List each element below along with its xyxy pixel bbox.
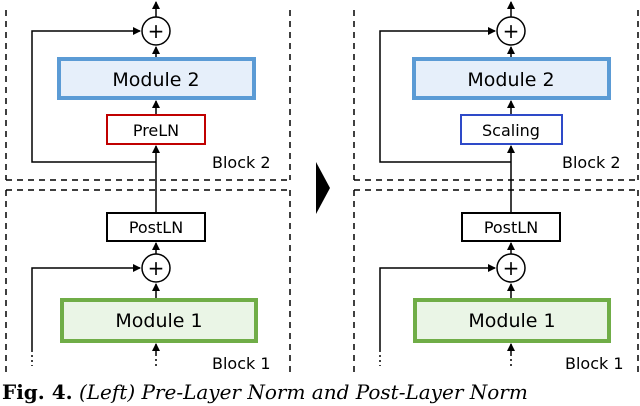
figure-number: Fig. 4. (2, 380, 73, 404)
left-module2-box (57, 57, 256, 100)
right-scaling-label: Scaling (482, 121, 540, 140)
diagram-canvas: + Module 2 PreLN Block 2 PostLN + Module… (5, 1, 639, 373)
left-plus-circle-top (141, 16, 171, 46)
right-module2-label: Module 2 (467, 69, 554, 91)
transition-arrow-icon (316, 162, 330, 214)
left-block1-label: Block 1 (212, 354, 271, 373)
right-block2-label: Block 2 (562, 153, 621, 172)
left-postln-box (106, 212, 206, 242)
figure-caption: Fig. 4. (Left) Pre-Layer Norm and Post-L… (2, 380, 640, 406)
right-residual-top (379, 27, 511, 163)
left-module2-label: Module 2 (112, 69, 199, 91)
left-plus-sign-top: + (148, 19, 165, 43)
left-block2-label: Block 2 (212, 153, 271, 172)
right-module1-label: Module 1 (468, 310, 555, 332)
left-postln-label: PostLN (129, 218, 183, 237)
left-module1-label: Module 1 (115, 310, 202, 332)
right-plus-circle-top (496, 16, 526, 46)
right-residual-bottom (379, 264, 496, 350)
right-block1-label: Block 1 (565, 354, 624, 373)
right-postln-label: PostLN (484, 218, 538, 237)
right-scaling-box (460, 114, 563, 145)
right-plus-sign-top: + (503, 19, 520, 43)
right-plus-circle-bottom (496, 253, 526, 283)
left-residual-top (31, 27, 156, 163)
left-residual-bottom (31, 264, 141, 350)
left-preln-label: PreLN (133, 121, 179, 140)
right-postln-box (461, 212, 561, 242)
right-diagram: + Module 2 Scaling Block 2 PostLN + Modu… (353, 1, 639, 373)
right-module1-box (413, 298, 611, 343)
right-plus-sign-bottom: + (503, 256, 520, 280)
left-module1-box (60, 298, 258, 343)
left-diagram: + Module 2 PreLN Block 2 PostLN + Module… (5, 1, 291, 373)
left-plus-sign-bottom: + (148, 256, 165, 280)
left-plus-circle-bottom (141, 253, 171, 283)
figure-caption-text: (Left) Pre-Layer Norm and Post-Layer Nor… (78, 380, 528, 404)
left-preln-box (106, 114, 206, 145)
right-module2-box (412, 57, 611, 100)
